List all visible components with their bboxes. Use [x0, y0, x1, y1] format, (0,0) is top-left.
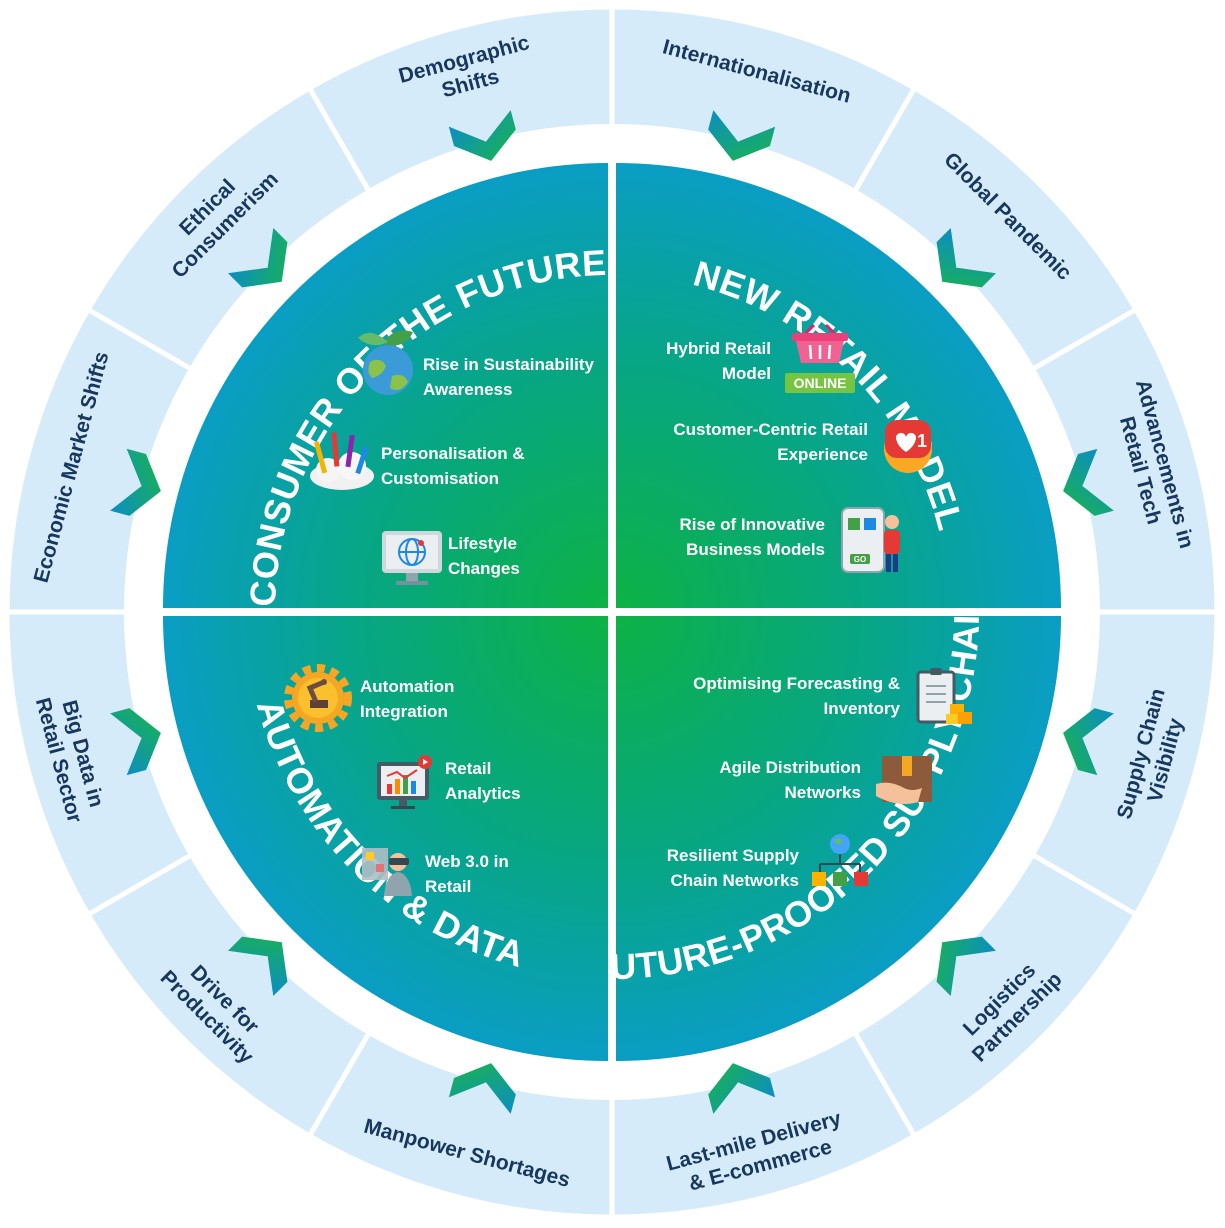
monitor-globe-icon [382, 531, 442, 585]
inward-chevron-icon [708, 110, 776, 161]
item-label-line: Awareness [423, 380, 512, 399]
item-innovative-business: Rise of Innovative Business Models GO [680, 507, 900, 573]
item-lifestyle: Lifestyle Changes [382, 531, 520, 585]
mobile-shop-icon: GO [841, 507, 900, 573]
item-hybrid-retail: Hybrid Retail Model ONLINE [666, 323, 855, 393]
item-label-line: Changes [448, 559, 520, 578]
item-label-line: Automation [360, 677, 454, 696]
item-web3: Web 3.0 in Retail [362, 848, 509, 896]
item-label-line: Personalisation & [381, 444, 525, 463]
item-automation-integration: Automation Integration [284, 664, 454, 732]
item-label-line: Business Models [686, 540, 825, 559]
item-sustainability: Rise in Sustainability Awareness [358, 330, 595, 399]
item-label-line: Hybrid Retail [666, 339, 771, 358]
go-badge: GO [854, 555, 866, 564]
inward-chevron-icon [228, 936, 288, 996]
item-label-line: Rise in Sustainability [423, 355, 595, 374]
network-boxes-icon [812, 834, 868, 886]
item-label-line: Agile Distribution [719, 758, 861, 777]
item-label-line: Retail [445, 759, 491, 778]
analytics-monitor-icon [377, 755, 432, 809]
online-basket-icon: ONLINE [785, 323, 855, 393]
outer-ring [4, 4, 1220, 1220]
item-label-line: Analytics [445, 784, 521, 803]
item-retail-analytics: Retail Analytics [377, 755, 521, 809]
chevrons [110, 110, 1114, 1114]
inward-chevron-icon [110, 708, 161, 776]
robot-arm-gear-icon [284, 664, 352, 732]
clipboard-boxes-icon [916, 668, 972, 724]
item-label-line: Experience [777, 445, 868, 464]
item-forecasting-inventory: Optimising Forecasting & Inventory [693, 668, 972, 724]
inward-chevron-icon [708, 1063, 776, 1114]
inward-chevron-icon [448, 1063, 516, 1114]
item-label-line: Chain Networks [671, 871, 799, 890]
item-label-line: Integration [360, 702, 448, 721]
globe-leaves-icon [358, 330, 413, 395]
item-label-line: Resilient Supply [667, 846, 800, 865]
item-label-line: Model [722, 364, 771, 383]
item-agile-distribution: Agile Distribution Networks [719, 756, 932, 804]
item-label-line: Retail [425, 877, 471, 896]
inward-chevron-icon [110, 448, 161, 516]
item-label-line: Rise of Innovative [680, 515, 825, 534]
item-label-line: Inventory [823, 699, 900, 718]
item-label-line: Web 3.0 in [425, 852, 509, 871]
inward-chevron-icon [1063, 448, 1114, 516]
item-customer-centric: Customer-Centric Retail Experience 1 [673, 420, 932, 473]
item-label-line: Optimising Forecasting & [693, 674, 900, 693]
online-badge: ONLINE [794, 375, 847, 391]
inward-chevron-icon [936, 228, 996, 288]
item-label-line: Customer-Centric Retail [673, 420, 868, 439]
item-label-line: Networks [784, 783, 861, 802]
item-resilient-supply: Resilient Supply Chain Networks [667, 834, 868, 890]
item-label-line: Lifestyle [448, 534, 517, 553]
quadrant-automation-and-data [163, 616, 608, 1061]
notification-count: 1 [917, 431, 927, 451]
heart-notification-icon: 1 [884, 420, 932, 473]
art-supplies-icon [310, 432, 374, 490]
ring-segment-label: Big Data inRetail Sector [31, 689, 111, 825]
inward-chevron-icon [1063, 708, 1114, 776]
item-label-line: Customisation [381, 469, 499, 488]
inward-chevron-icon [228, 228, 288, 288]
package-handover-icon [876, 756, 932, 804]
item-personalisation: Personalisation & Customisation [310, 432, 525, 490]
inward-chevron-icon [448, 110, 516, 161]
inward-chevron-icon [936, 936, 996, 996]
vr-headset-icon [362, 848, 412, 896]
